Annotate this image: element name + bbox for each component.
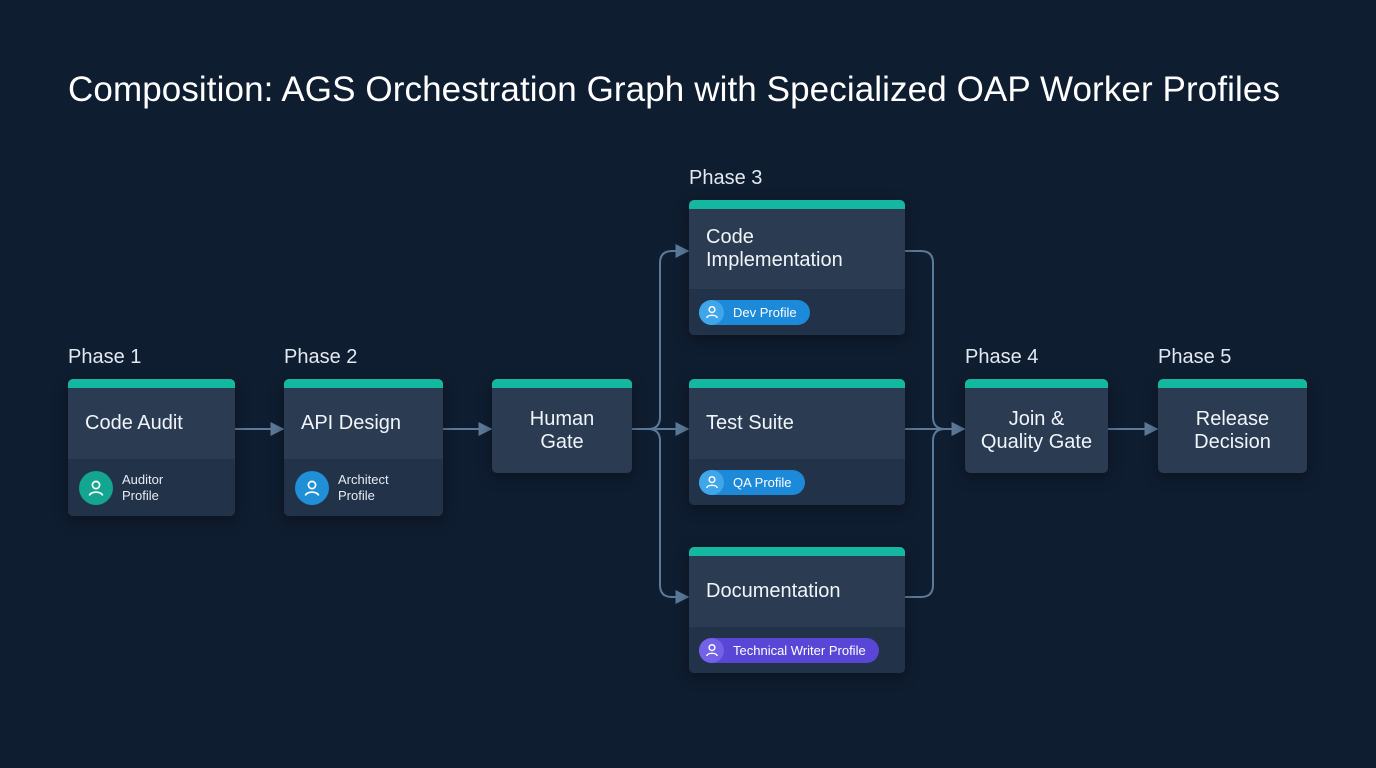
- user-icon: [699, 637, 724, 663]
- node-code-implementation[interactable]: Code Implementation Dev Profile: [689, 200, 905, 335]
- accent-bar: [689, 379, 905, 388]
- node-title: Test Suite: [706, 412, 794, 434]
- node-title-line-1: Code: [706, 226, 754, 248]
- profile-pill-label: Technical Writer Profile: [733, 642, 866, 658]
- accent-bar: [965, 379, 1108, 388]
- profile-pill: Dev Profile: [699, 299, 810, 325]
- accent-bar: [284, 379, 443, 388]
- node-join-quality-gate[interactable]: Join & Quality Gate: [965, 379, 1108, 473]
- node-footer: Auditor Profile: [68, 459, 235, 516]
- node-release-decision[interactable]: Release Decision: [1158, 379, 1307, 473]
- edge-gate-to-impl: [632, 244, 690, 430]
- node-title-line-1: Release: [1195, 407, 1270, 430]
- node-title-line-2: Quality Gate: [980, 430, 1093, 453]
- user-icon: [295, 470, 329, 505]
- profile-line-1: Auditor: [122, 471, 164, 487]
- user-icon: [699, 299, 724, 325]
- node-title: Release Decision: [1158, 388, 1307, 473]
- profile-label: Auditor Profile: [122, 472, 163, 504]
- profile-pill: QA Profile: [699, 469, 805, 495]
- node-title-line-1: Join &: [1008, 407, 1065, 430]
- node-title-line-2: Gate: [540, 430, 584, 453]
- profile-line-2: Profile: [122, 487, 159, 503]
- profile-label: Architect Profile: [338, 472, 389, 504]
- node-test-suite[interactable]: Test Suite QA Profile: [689, 379, 905, 505]
- node-api-design[interactable]: API Design Architect Profile: [284, 379, 443, 516]
- node-title: Code Implementation: [689, 209, 905, 289]
- accent-bar: [492, 379, 632, 388]
- phase-3-label: Phase 3: [689, 167, 763, 189]
- page-title: Composition: AGS Orchestration Graph wit…: [68, 70, 1281, 109]
- node-title: Human Gate: [492, 388, 632, 473]
- node-documentation[interactable]: Documentation Technical Writer Profile: [689, 547, 905, 673]
- user-icon: [79, 470, 113, 505]
- phase-4-label: Phase 4: [965, 346, 1039, 368]
- node-title: API Design: [301, 412, 402, 434]
- profile-pill-label: QA Profile: [733, 474, 792, 490]
- edge-gate-to-docs: [647, 428, 690, 604]
- node-title-line-1: Human: [529, 407, 595, 430]
- node-footer: QA Profile: [689, 459, 905, 505]
- phase-1-label: Phase 1: [68, 346, 142, 368]
- node-title: Code Audit: [85, 412, 183, 434]
- node-title: Documentation: [706, 580, 841, 602]
- profile-line-1: Architect: [338, 471, 389, 487]
- node-title-line-2: Decision: [1194, 430, 1271, 453]
- accent-bar: [1158, 379, 1307, 388]
- phase-2-label: Phase 2: [284, 346, 358, 368]
- profile-pill-label: Dev Profile: [733, 304, 797, 320]
- accent-bar: [68, 379, 235, 388]
- node-human-gate[interactable]: Human Gate: [492, 379, 632, 473]
- accent-bar: [689, 547, 905, 556]
- profile-pill: Technical Writer Profile: [699, 637, 879, 663]
- node-code-audit[interactable]: Code Audit Auditor Profile: [68, 379, 235, 516]
- node-title-line-2: Implementation: [706, 249, 843, 271]
- node-title: Join & Quality Gate: [965, 388, 1108, 473]
- profile-line-2: Profile: [338, 487, 375, 503]
- phase-5-label: Phase 5: [1158, 346, 1232, 368]
- node-footer: Technical Writer Profile: [689, 627, 905, 673]
- edge-impl-to-join: [905, 250, 966, 436]
- node-footer: Architect Profile: [284, 459, 443, 516]
- node-footer: Dev Profile: [689, 289, 905, 335]
- edge-docs-to-join: [905, 428, 946, 598]
- user-icon: [699, 469, 724, 495]
- accent-bar: [689, 200, 905, 209]
